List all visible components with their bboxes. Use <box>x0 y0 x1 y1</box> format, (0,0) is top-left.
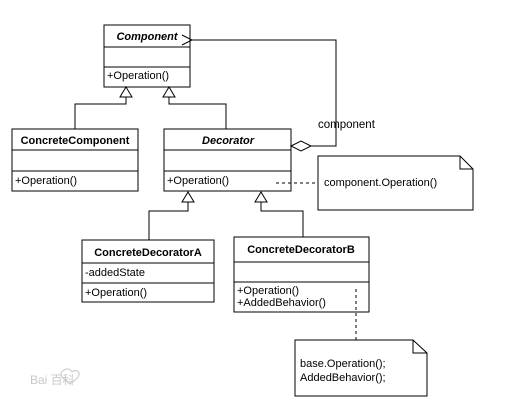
association-role-label: component <box>318 119 376 131</box>
generalization-to-component <box>74 86 227 129</box>
class-concrete-decorator-a-box <box>81 239 215 303</box>
watermark-text: Bai 百科 <box>30 373 75 387</box>
class-concrete-decorator-a-name: ConcreteDecoratorA <box>94 247 202 259</box>
note-decorator-box <box>317 155 474 211</box>
class-concrete-decorator-a-operation: +Operation() <box>85 287 147 299</box>
class-concrete-decorator-b-name: ConcreteDecoratorB <box>247 244 355 256</box>
class-decorator-operation: +Operation() <box>167 175 229 187</box>
generalization-line-concrete-component <box>74 97 127 129</box>
note-concrete-decorator-b-box <box>294 339 428 397</box>
class-concrete-decorator-b: ConcreteDecoratorB +Operation() +AddedBe… <box>233 236 370 313</box>
class-decorator: Decorator +Operation() <box>163 128 292 192</box>
note-decorator-fold <box>459 156 473 170</box>
class-concrete-decorator-b-operation-2: +AddedBehavior() <box>237 297 326 309</box>
class-component-operation: +Operation() <box>107 70 169 82</box>
class-decorator-box <box>163 128 292 192</box>
generalization-line-concrete-decorator-b <box>260 202 304 237</box>
generalization-line-decorator <box>168 97 227 129</box>
class-concrete-decorator-b-operation-1: +Operation() <box>237 285 299 297</box>
generalization-arrowhead-concrete-component <box>119 86 133 98</box>
generalization-arrowhead-concrete-decorator-a <box>181 191 195 203</box>
note-concrete-decorator-b-fold <box>412 340 427 354</box>
note-concrete-decorator-b-line-1: base.Operation(); <box>300 358 386 370</box>
aggregation-diamond <box>289 140 313 152</box>
class-component-box <box>103 24 191 88</box>
watermark: Bai 百科 <box>30 368 80 387</box>
note-decorator: component.Operation() <box>276 155 474 211</box>
class-concrete-component-operation: +Operation() <box>15 175 77 187</box>
class-concrete-decorator-b-box <box>233 236 370 313</box>
generalization-arrowhead-decorator <box>162 86 176 98</box>
class-component-name: Component <box>116 31 178 43</box>
paw-logo-icon <box>60 368 80 385</box>
class-concrete-decorator-a: ConcreteDecoratorA -addedState +Operatio… <box>81 239 215 303</box>
aggregation-line <box>192 40 337 147</box>
generalization-arrowhead-concrete-decorator-b <box>254 191 268 203</box>
class-decorator-name: Decorator <box>202 135 255 147</box>
generalization-line-concrete-decorator-a <box>148 202 189 240</box>
class-component: Component +Operation() <box>103 24 191 88</box>
class-concrete-component-name: ConcreteComponent <box>21 135 130 147</box>
class-concrete-component: ConcreteComponent +Operation() <box>11 128 139 192</box>
note-concrete-decorator-b: base.Operation(); AddedBehavior(); <box>294 289 428 397</box>
generalization-to-decorator <box>148 191 304 240</box>
class-concrete-decorator-a-attribute: -addedState <box>85 267 145 279</box>
note-concrete-decorator-b-line-2: AddedBehavior(); <box>300 372 386 384</box>
aggregation-component: component <box>192 40 376 152</box>
note-decorator-text: component.Operation() <box>324 177 437 189</box>
